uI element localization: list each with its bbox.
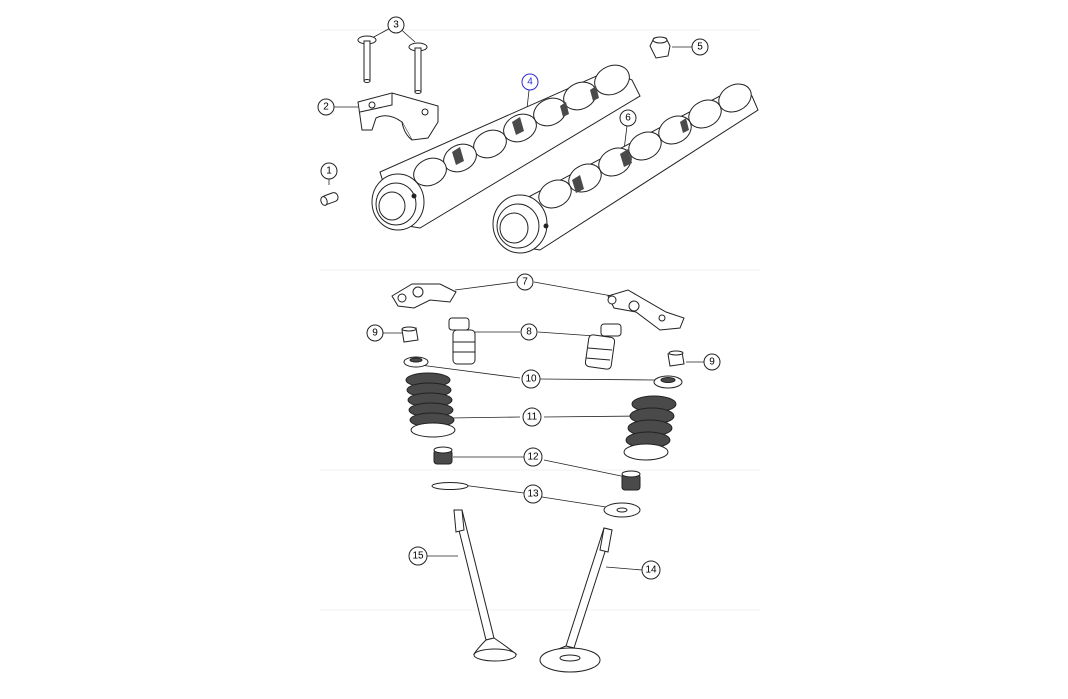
callout-10: 10 — [521, 369, 541, 389]
part-8-lash-adjusters — [448, 317, 622, 370]
callout-4: 4 — [521, 73, 539, 91]
callout-15: 15 — [408, 546, 428, 566]
callout-1-label: 1 — [326, 166, 332, 177]
part-14-valve — [539, 527, 613, 673]
callout-11-label: 11 — [527, 412, 538, 423]
callout-6-label: 6 — [625, 113, 631, 124]
callout-8-label: 8 — [526, 327, 532, 338]
part-1-dowel-pin — [320, 192, 339, 206]
callout-12: 12 — [523, 447, 543, 467]
part-9-keepers — [401, 326, 685, 367]
callout-9-right: 9 — [703, 353, 721, 371]
callout-5-label: 5 — [697, 42, 703, 53]
watermark-grid — [320, 29, 760, 611]
callout-4-label: 4 — [527, 77, 533, 88]
callout-14: 14 — [641, 560, 661, 580]
part-2-bearing-cap — [357, 92, 439, 141]
callout-9-left-label: 9 — [372, 328, 378, 339]
callouts: 1 2 3 4 5 6 7 8 9 9 10 11 12 13 14 15 — [317, 16, 721, 580]
callout-7-label: 7 — [522, 277, 528, 288]
callout-13-label: 13 — [527, 489, 539, 500]
callout-2: 2 — [317, 98, 335, 116]
callout-9-right-label: 9 — [709, 357, 715, 368]
part-12-stem-seals — [433, 446, 641, 491]
callout-2-label: 2 — [323, 102, 329, 113]
callout-15-label: 15 — [412, 551, 424, 562]
part-4-camshaft-upper — [371, 64, 641, 231]
part-13-washers — [431, 482, 641, 518]
callout-11: 11 — [522, 407, 542, 427]
callout-5: 5 — [691, 38, 709, 56]
callout-10-label: 10 — [525, 374, 537, 385]
part-6-camshaft-lower — [492, 83, 759, 254]
callout-14-label: 14 — [645, 565, 657, 576]
callout-8: 8 — [520, 323, 538, 341]
callout-9-left: 9 — [366, 324, 384, 342]
part-3-bolts — [357, 35, 428, 94]
part-10-retainers — [403, 356, 683, 389]
part-15-valve — [453, 509, 518, 662]
part-11-valve-springs — [405, 372, 677, 461]
callout-3-label: 3 — [393, 20, 399, 31]
callout-1: 1 — [320, 162, 338, 180]
callout-3: 3 — [387, 16, 405, 34]
callout-12-label: 12 — [527, 452, 539, 463]
callout-13: 13 — [523, 484, 543, 504]
callout-6: 6 — [619, 109, 637, 127]
part-7-rocker-arms — [391, 283, 685, 331]
callout-7: 7 — [516, 273, 534, 291]
part-5-cap — [649, 36, 671, 59]
